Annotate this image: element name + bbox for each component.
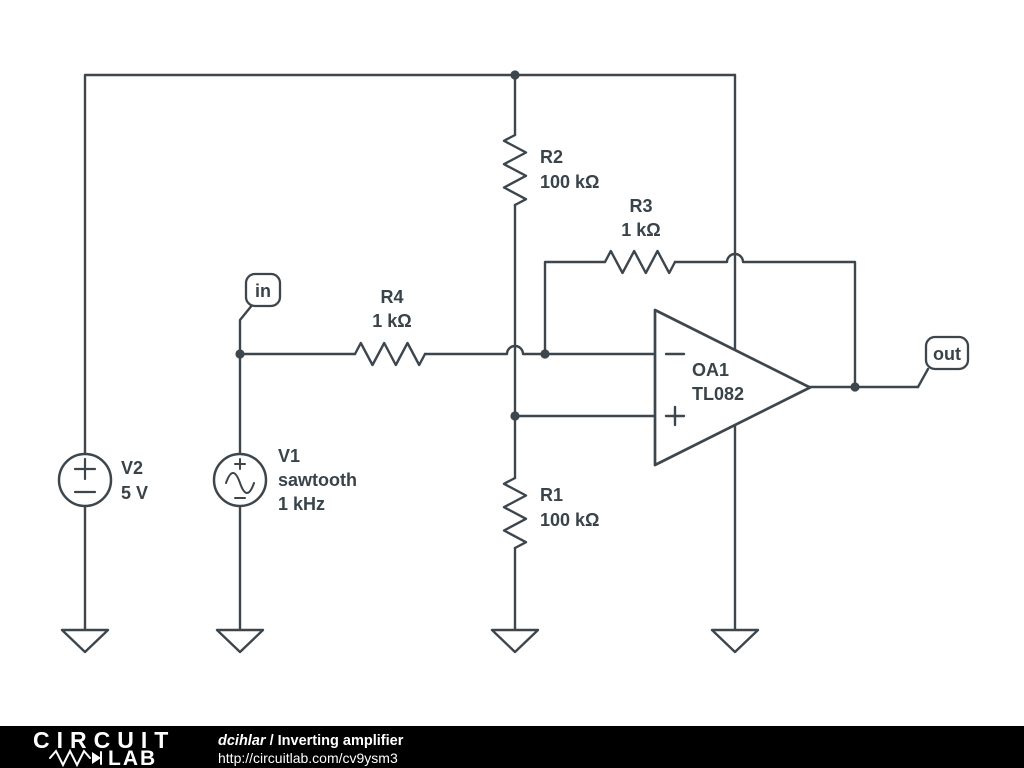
wire-group [83, 73, 930, 633]
junction-dot [235, 349, 245, 359]
wire-in-flag-stem [238, 302, 255, 356]
net-flag-in-label: in [255, 281, 271, 301]
ground-symbol-v2[interactable] [60, 628, 110, 654]
junction-dots [235, 70, 860, 421]
footer-author: dcihlar [218, 733, 267, 749]
v1-designator: V1 [278, 446, 300, 466]
r3-value: 1 kΩ [621, 220, 660, 240]
net-flag-out-label: out [933, 344, 961, 364]
wire-out-flag-stem [916, 367, 930, 389]
resistor-r2-symbol[interactable] [502, 133, 528, 207]
net-flag-in[interactable]: in [244, 272, 282, 308]
v2-designator: V2 [121, 458, 143, 478]
footer-url-link[interactable]: http://circuitlab.com/cv9ysm3 [218, 750, 398, 766]
resistor-r3-symbol[interactable] [603, 249, 677, 275]
footer-schematic-title-line: dcihlar / Inverting amplifier [218, 733, 404, 749]
r3-designator: R3 [629, 196, 652, 216]
footer-title: Inverting amplifier [278, 733, 404, 749]
wire-top-rail [83, 73, 737, 456]
waveform-glyph [225, 458, 255, 499]
r2-designator: R2 [540, 147, 563, 167]
voltage-source-v1-symbol[interactable] [212, 452, 268, 508]
r1-designator: R1 [540, 485, 563, 505]
net-flag-out[interactable]: out [924, 335, 970, 371]
r1-value: 100 kΩ [540, 510, 599, 530]
junction-dot [510, 70, 520, 80]
ground-symbol-opamp[interactable] [710, 628, 760, 654]
r2-value: 100 kΩ [540, 172, 599, 192]
wire-r4-to-opamp [423, 344, 657, 356]
v1-value-frequency: 1 kHz [278, 494, 325, 514]
circuitlab-logo[interactable]: CIRCUIT LAB [33, 727, 175, 768]
ground-symbol-r1[interactable] [490, 628, 540, 654]
logo-word-lab: LAB [108, 747, 157, 768]
footer-background [0, 726, 1024, 768]
junction-dot [850, 382, 860, 392]
v1-value-waveform: sawtooth [278, 470, 357, 490]
ground-symbol-v1[interactable] [215, 628, 265, 654]
opamp-input-signs [664, 352, 686, 427]
wire-fb-left [543, 260, 607, 356]
resistor-r4-symbol[interactable] [353, 341, 427, 367]
v2-value: 5 V [121, 483, 148, 503]
opamp-part-number: TL082 [692, 384, 744, 404]
logo-word-circuit: CIRCUIT [33, 727, 175, 753]
junction-dot [510, 411, 520, 421]
logo-arrow-icon [92, 752, 101, 764]
opamp-designator: OA1 [692, 360, 729, 380]
footer-separator: / [266, 733, 278, 749]
opamp-oa1-symbol[interactable]: OA1 TL082 [653, 308, 812, 467]
footer-bar: CIRCUIT LAB dcihlar / Inverting amplifie… [0, 726, 1024, 768]
junction-dot [540, 349, 550, 359]
r4-designator: R4 [380, 287, 403, 307]
voltage-source-v2-symbol[interactable] [57, 452, 113, 508]
component-labels: R2 100 kΩ R3 1 kΩ R4 1 kΩ R1 100 kΩ V2 5… [121, 147, 661, 530]
r4-value: 1 kΩ [372, 311, 411, 331]
resistor-r1-symbol[interactable] [502, 476, 528, 550]
plus-minus-glyph [73, 457, 97, 494]
wire-fb-right [673, 252, 857, 389]
